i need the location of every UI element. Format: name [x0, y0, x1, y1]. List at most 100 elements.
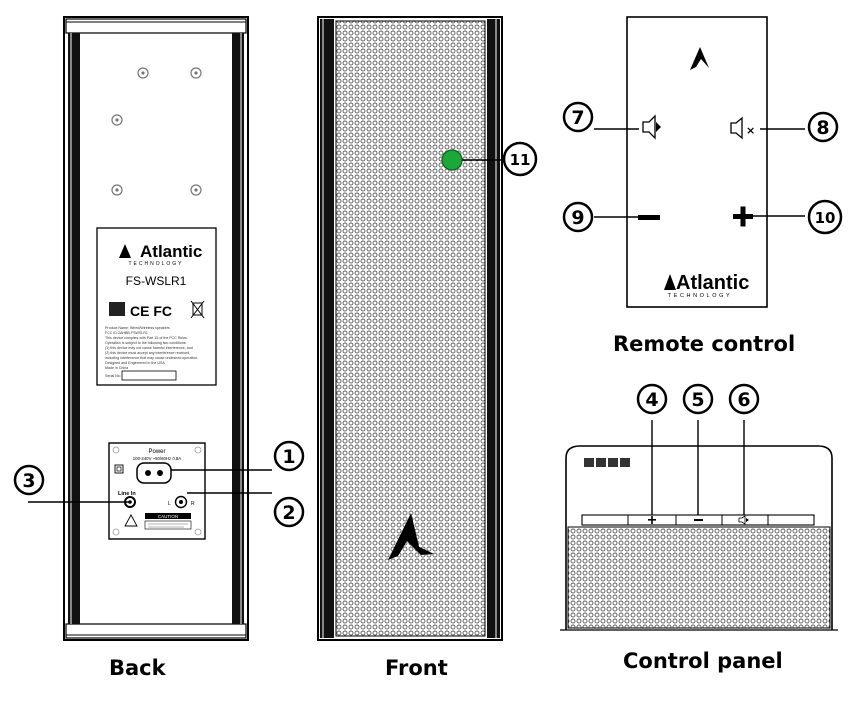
warning-icon [124, 514, 138, 527]
back-right-rail [232, 33, 244, 624]
panel-volume-up-button[interactable] [628, 515, 676, 525]
ce-fcc-marks: CE FC [130, 303, 172, 319]
line-in-label: Line In [118, 491, 136, 497]
callout-number: 11 [510, 151, 531, 169]
label-text-line: Product Name: Wired/Wireless speakers [105, 326, 170, 330]
callout-11: 11 [502, 141, 538, 177]
callout-number: 1 [282, 446, 295, 468]
callout-10: 10 [807, 199, 843, 235]
rca-right-label: R [191, 501, 195, 507]
mute-x-glyph: × [746, 124, 755, 137]
minus-icon [694, 519, 703, 521]
label-model: FS-WSLR1 [126, 274, 187, 288]
serial-box [121, 370, 177, 381]
screw-icon [111, 114, 123, 126]
mute-icon [730, 116, 743, 140]
callouts: 1 2 3 4 5 6 7 8 [13, 101, 843, 528]
mount-screws [111, 67, 202, 196]
callout-1: 1 [273, 440, 305, 472]
callout-5: 5 [682, 383, 714, 415]
front-view [317, 16, 503, 641]
remote-source-button[interactable] [642, 114, 661, 140]
screw-icon [194, 446, 202, 454]
control-panel-view [560, 420, 838, 631]
screw-icon [112, 446, 120, 454]
front-left-rail [320, 19, 334, 638]
callout-number: 8 [816, 117, 829, 139]
screw-icon [111, 184, 123, 196]
label-text-line: Designed and Engineered in the USA [105, 361, 165, 365]
screw-icon [112, 528, 120, 536]
callout-4: 4 [636, 383, 668, 415]
callout-7: 7 [562, 101, 594, 133]
screw-icon [194, 528, 202, 536]
label-text-line: including interference that may cause un… [105, 356, 198, 360]
power-label: Power [148, 449, 165, 455]
product-label: Atlantic TECHNOLOGY FS-WSLR1 CE FC Produ… [96, 227, 217, 386]
callout-number: 10 [815, 209, 836, 227]
panel-volume-down-button[interactable] [676, 515, 722, 525]
callout-number: 9 [571, 207, 584, 229]
power-inlet [136, 462, 172, 484]
back-left-rail [68, 33, 80, 624]
weee-bin-icon [190, 300, 205, 319]
callout-number: 7 [571, 107, 584, 129]
cert-marks: CE FC [109, 300, 205, 319]
brand-logo-icon [119, 244, 131, 258]
label-text-line: Operation is subject to the following tw… [105, 341, 187, 345]
remote-brand-sub: TECHNOLOGY [668, 293, 733, 299]
label-serial: Serial No: [105, 374, 121, 378]
callout-9: 9 [562, 201, 594, 233]
remote-mute-button[interactable]: × [730, 116, 755, 140]
status-led [441, 149, 463, 171]
label-brand: Atlantic [140, 242, 202, 261]
label-text-line: (2) this device must accept any interfer… [105, 351, 190, 355]
remote-logo-icon [690, 47, 709, 70]
caution-bar [145, 513, 191, 519]
back-bottom-cap [65, 623, 247, 639]
caption-front: Front [385, 656, 448, 680]
label-text-line: Made in China [105, 366, 128, 370]
back-top-cap [65, 18, 247, 34]
callout-8: 8 [807, 111, 839, 143]
plus-icon [648, 516, 656, 524]
remote-control: × Atlantic TECHNOLOGY [594, 16, 805, 308]
source-icon [738, 515, 749, 525]
double-insulation-icon [114, 464, 124, 474]
screw-icon [190, 67, 202, 79]
source-icon [642, 114, 656, 140]
caption-remote-control: Remote control [613, 332, 796, 356]
label-text-line: FCC ID:2AHBB-FSWSLR1 [105, 331, 148, 335]
caption-control-panel: Control panel [623, 649, 783, 673]
callout-3: 3 [13, 464, 45, 496]
front-right-rail [487, 19, 500, 638]
rohs-icon [109, 302, 125, 316]
remote-volume-down-button[interactable] [638, 215, 660, 220]
screw-icon [137, 67, 149, 79]
callout-number: 5 [691, 389, 704, 411]
back-view: Atlantic TECHNOLOGY FS-WSLR1 CE FC Produ… [28, 16, 272, 641]
caption-back: Back [109, 656, 166, 680]
panel-logo-icon [584, 458, 630, 467]
power-rating: 100-240V ~50/60Hz 0.8A [133, 456, 182, 461]
front-logo-icon [388, 513, 434, 560]
callout-number: 2 [282, 502, 295, 524]
connection-plate: Power 100-240V ~50/60Hz 0.8A Line In L R [108, 442, 206, 540]
label-brand-sub: TECHNOLOGY [128, 261, 183, 267]
remote-volume-up-button[interactable] [733, 206, 753, 227]
label-text-line: (1) this device may not cause harmful in… [105, 346, 193, 350]
panel-source-button[interactable] [722, 515, 768, 525]
callout-2: 2 [273, 496, 305, 528]
label-text-line: This device complies with Part 15 of the… [105, 336, 188, 340]
minus-icon [638, 215, 660, 220]
callout-number: 3 [22, 470, 35, 492]
callout-number: 6 [737, 389, 750, 411]
callout-6: 6 [728, 383, 760, 415]
panel-grille [567, 526, 831, 629]
screw-icon [190, 184, 202, 196]
caution-label: CAUTION [158, 514, 178, 519]
callout-number: 4 [645, 389, 658, 411]
remote-brand: Atlantic [676, 272, 749, 294]
rca-jack [174, 495, 188, 509]
